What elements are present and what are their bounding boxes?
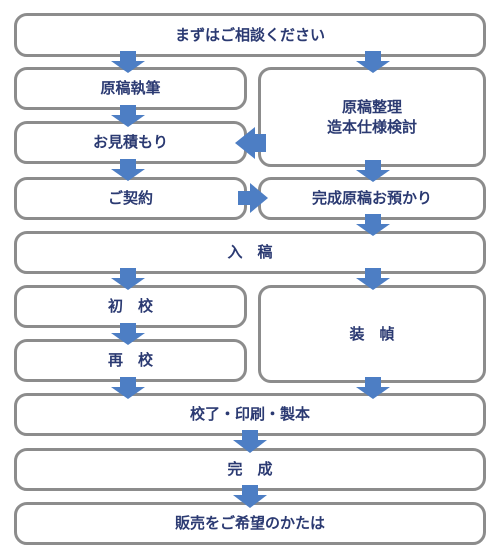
step-sales-label: 販売をご希望のかたは	[174, 514, 325, 533]
step-consult-label: まずはご相談ください	[174, 25, 325, 44]
step-typesetting: 入 稿	[14, 231, 486, 274]
step-final-proof-printing-label: 校了・印刷・製本	[189, 405, 310, 424]
step-manuscript-arrangement: 原稿整理 造本仕様検討	[258, 67, 486, 167]
step-second-proof: 再 校	[14, 339, 247, 382]
step-estimate: お見積もり	[14, 121, 247, 164]
step-binding-design: 装 幀	[258, 285, 486, 383]
step-manuscript-arrangement-label: 原稿整理 造本仕様検討	[326, 97, 417, 136]
step-contract-label: ご契約	[107, 189, 153, 208]
step-final-proof-printing: 校了・印刷・製本	[14, 393, 486, 436]
step-manuscript-received-label: 完成原稿お預かり	[311, 189, 432, 208]
step-second-proof-label: 再 校	[107, 351, 153, 370]
step-contract: ご契約	[14, 177, 247, 220]
step-typesetting-label: 入 稿	[227, 243, 273, 262]
step-complete-label: 完 成	[227, 460, 273, 479]
step-binding-design-label: 装 幀	[349, 324, 395, 343]
step-manuscript-writing: 原稿執筆	[14, 67, 247, 110]
step-first-proof: 初 校	[14, 285, 247, 328]
step-complete: 完 成	[14, 448, 486, 491]
step-first-proof-label: 初 校	[107, 297, 153, 316]
step-manuscript-writing-label: 原稿執筆	[100, 79, 161, 98]
step-manuscript-received: 完成原稿お預かり	[258, 177, 486, 220]
step-consult: まずはご相談ください	[14, 13, 486, 57]
step-estimate-label: お見積もり	[92, 133, 168, 152]
step-sales: 販売をご希望のかたは	[14, 502, 486, 545]
